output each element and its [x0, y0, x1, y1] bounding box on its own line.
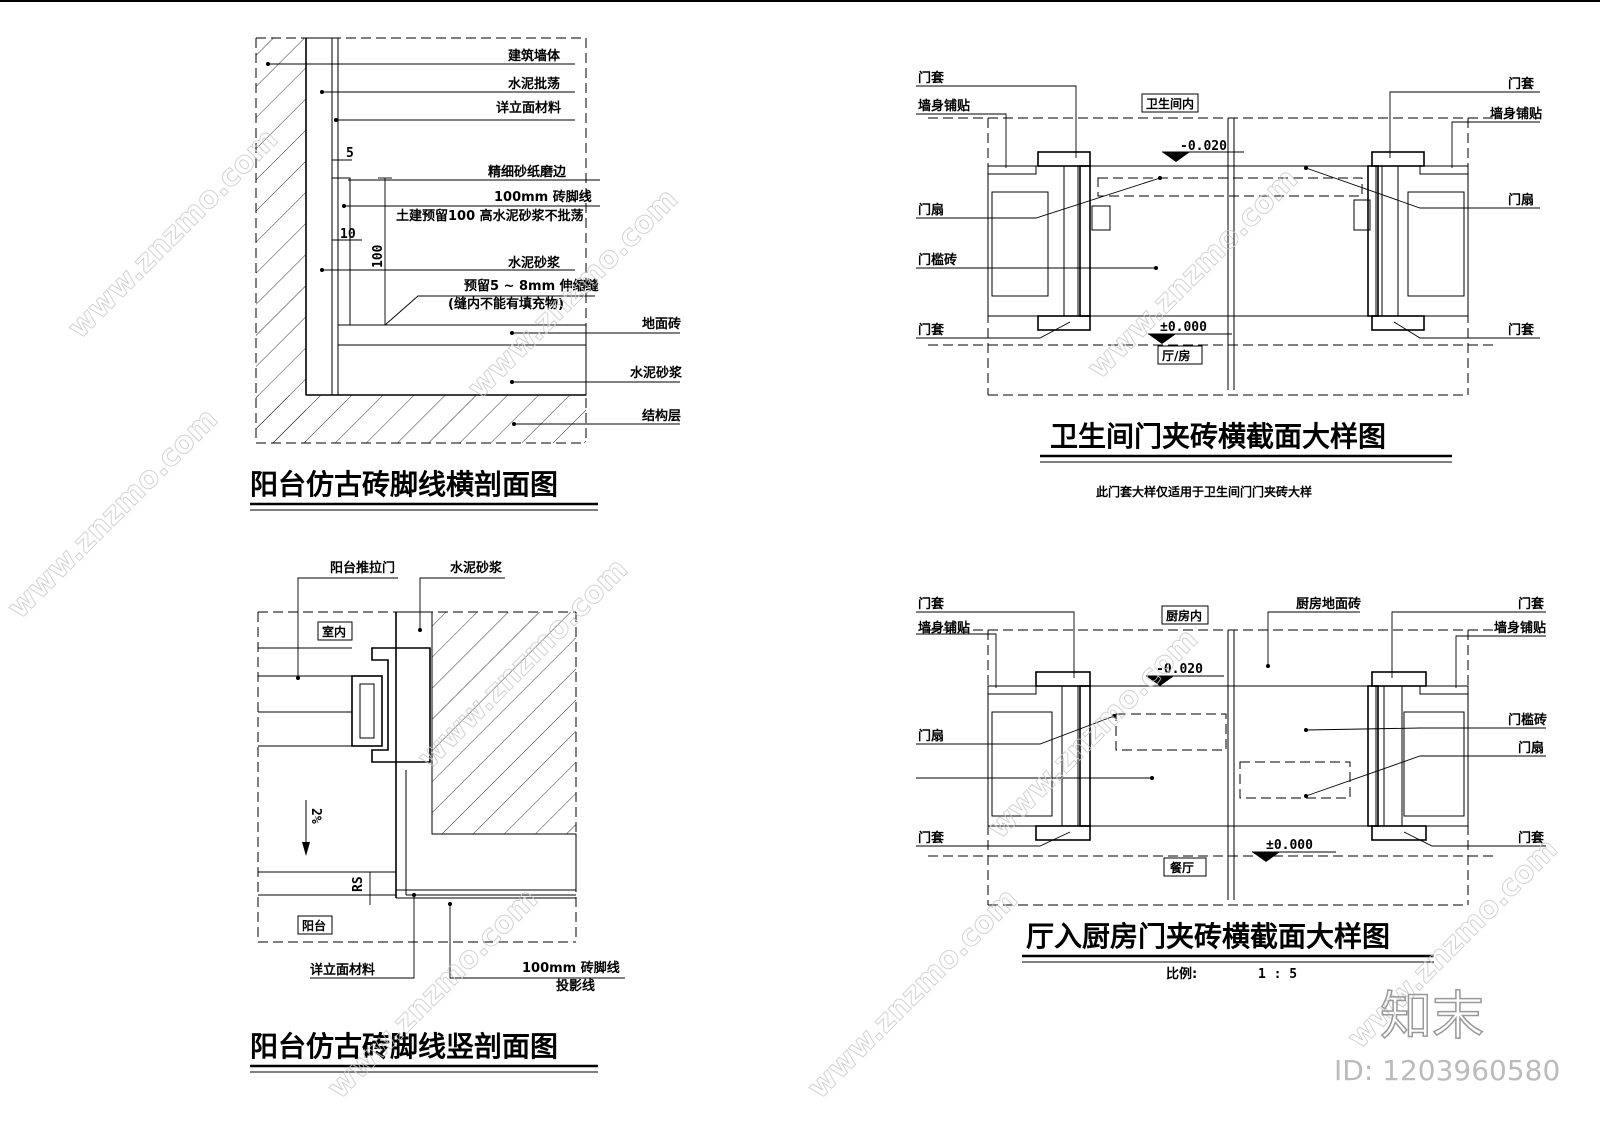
- label-wall-tile-l-k: 墙身铺贴: [918, 620, 970, 636]
- right-wall: [1375, 165, 1469, 317]
- label-leaf-l: 门扇: [918, 202, 944, 218]
- label-frame-bl: 门套: [918, 322, 945, 338]
- structure-hatch: [432, 612, 576, 834]
- label-projection: 投影线: [556, 978, 595, 994]
- label-skirting-v: 100mm 砖脚线: [522, 960, 620, 976]
- right-door-leaf-core: [1407, 191, 1465, 297]
- title-drawing2: 阳台仿古砖脚线竖剖面图: [250, 1030, 558, 1063]
- watermark-site: www.znzmo.com: [801, 882, 1025, 1106]
- drawing-kitchen-door-section: -0.020 ±0.000 厨房内 餐厅 厨房地面砖 门套 墙身铺贴 门扇 门套…: [916, 596, 1547, 982]
- wall-hatch: [256, 38, 306, 443]
- level-top-k: -0.020: [1156, 662, 1203, 677]
- label-cement-plaster: 水泥批荡: [508, 76, 560, 92]
- label-facing-v: 详立面材料: [310, 962, 375, 978]
- dim-rs: RS: [351, 876, 366, 892]
- label-sill-r-k: 门槛砖: [1508, 712, 1547, 728]
- watermark-site: www.znzmo.com: [1081, 162, 1305, 386]
- label-sill: 门槛砖: [918, 252, 957, 268]
- left-frame-bottom: [1037, 315, 1091, 331]
- label-mortar: 水泥砂浆: [508, 255, 561, 271]
- dim-100: 100: [371, 244, 386, 268]
- left-frame-top: [1037, 151, 1091, 167]
- title-drawing3: 卫生间门夹砖横截面大样图: [1050, 420, 1386, 453]
- right-frame-bottom: [1371, 315, 1425, 331]
- left-door-leaf-core: [991, 191, 1049, 297]
- level-bottom-k: ±0.000: [1266, 838, 1313, 853]
- label-frame-tl: 门套: [918, 70, 945, 86]
- label-facing: 详立面材料: [496, 100, 561, 116]
- drawing-balcony-vertical-section: RS 2% 室内 阳台 阳台推拉门 水泥砂浆 详立面材料 100mm 砖脚线 投…: [250, 560, 625, 1073]
- title-drawing4: 厅入厨房门夹砖横截面大样图: [1026, 920, 1390, 953]
- skirting-tile: [337, 177, 351, 326]
- title-drawing1: 阳台仿古砖脚线横剖面图: [250, 468, 558, 501]
- watermark-logo: 知末: [1380, 987, 1484, 1047]
- facing-layer: [331, 37, 339, 179]
- label-frame-bl-k: 门套: [918, 830, 945, 846]
- label-door: 阳台推拉门: [330, 560, 395, 576]
- mortar-bed: [337, 344, 587, 396]
- label-room-top: 卫生间内: [1146, 96, 1194, 111]
- label-leaf-r: 门扇: [1508, 192, 1534, 208]
- label-frame-tl-k: 门套: [918, 596, 945, 612]
- watermark-layer: www.znzmo.com www.znzmo.com www.znzmo.co…: [0, 121, 1565, 1106]
- label-room-bottom-k: 餐厅: [1170, 860, 1194, 875]
- door-track: [351, 675, 383, 747]
- note-drawing3: 此门套大样仅适用于卫生间门门夹砖大样: [1096, 484, 1312, 499]
- label-frame-tr-k: 门套: [1518, 596, 1545, 612]
- label-kitchen-tile: 厨房地面砖: [1296, 596, 1361, 612]
- label-floor-tile: 地面砖: [642, 316, 681, 332]
- label-indoor: 室内: [322, 624, 346, 639]
- label-frame-tr: 门套: [1508, 76, 1535, 92]
- floor-tile: [337, 324, 587, 346]
- label-frame-br: 门套: [1508, 322, 1535, 338]
- scale-label: 比例:: [1166, 966, 1197, 982]
- label-structure: 结构层: [642, 408, 681, 424]
- dim-5: 5: [346, 146, 354, 161]
- label-joint-note: (缝内不能有填充物): [448, 296, 564, 312]
- door-frame-profile: [371, 647, 431, 763]
- scale-value: 1 : 5: [1258, 967, 1297, 982]
- level-top: -0.020: [1180, 139, 1227, 154]
- label-room-bottom: 厅/房: [1162, 348, 1190, 363]
- watermark-site: www.znzmo.com: [1, 402, 225, 626]
- label-leaf-r-k: 门扇: [1518, 740, 1544, 756]
- watermark-site: www.znzmo.com: [981, 622, 1205, 846]
- drawing-bathroom-door-section: -0.020 ±0.000 卫生间内 厅/房 门套 墙身铺贴 门扇 门槛砖 门套…: [916, 70, 1542, 499]
- label-frame-br-k: 门套: [1518, 830, 1545, 846]
- label-mortar-v: 水泥砂浆: [450, 560, 503, 576]
- label-wall-tile-l: 墙身铺贴: [918, 98, 970, 114]
- label-leaf-l-k: 门扇: [918, 728, 944, 744]
- label-reserve: 土建预留100 高水泥砂浆不批荡: [396, 208, 584, 224]
- right-frame-top: [1371, 151, 1425, 167]
- level-bottom: ±0.000: [1160, 320, 1207, 335]
- label-edge: 精细砂纸磨边: [488, 164, 567, 180]
- label-wall: 建筑墙体: [508, 48, 561, 64]
- watermark-id: ID: 1203960580: [1334, 1054, 1560, 1087]
- watermark-site: www.znzmo.com: [61, 122, 285, 346]
- label-balcony: 阳台: [302, 918, 326, 933]
- dim-10: 10: [340, 227, 356, 242]
- label-wall-tile-r: 墙身铺贴: [1490, 106, 1542, 122]
- label-wall-tile-r-k: 墙身铺贴: [1494, 620, 1546, 636]
- slab-hatch: [256, 395, 586, 443]
- label-mortar2: 水泥砂浆: [630, 365, 683, 381]
- label-joint: 预留5 ~ 8mm 伸缩缝: [464, 278, 599, 294]
- drawing-balcony-horizontal-section: 5 10 100 建筑墙体 水泥批荡 详立面材料 精细砂纸磨边 100mm 砖脚…: [250, 37, 683, 511]
- label-room-top-k: 厨房内: [1166, 608, 1202, 623]
- label-skirting: 100mm 砖脚线: [494, 189, 592, 205]
- label-slope: 2%: [308, 808, 323, 824]
